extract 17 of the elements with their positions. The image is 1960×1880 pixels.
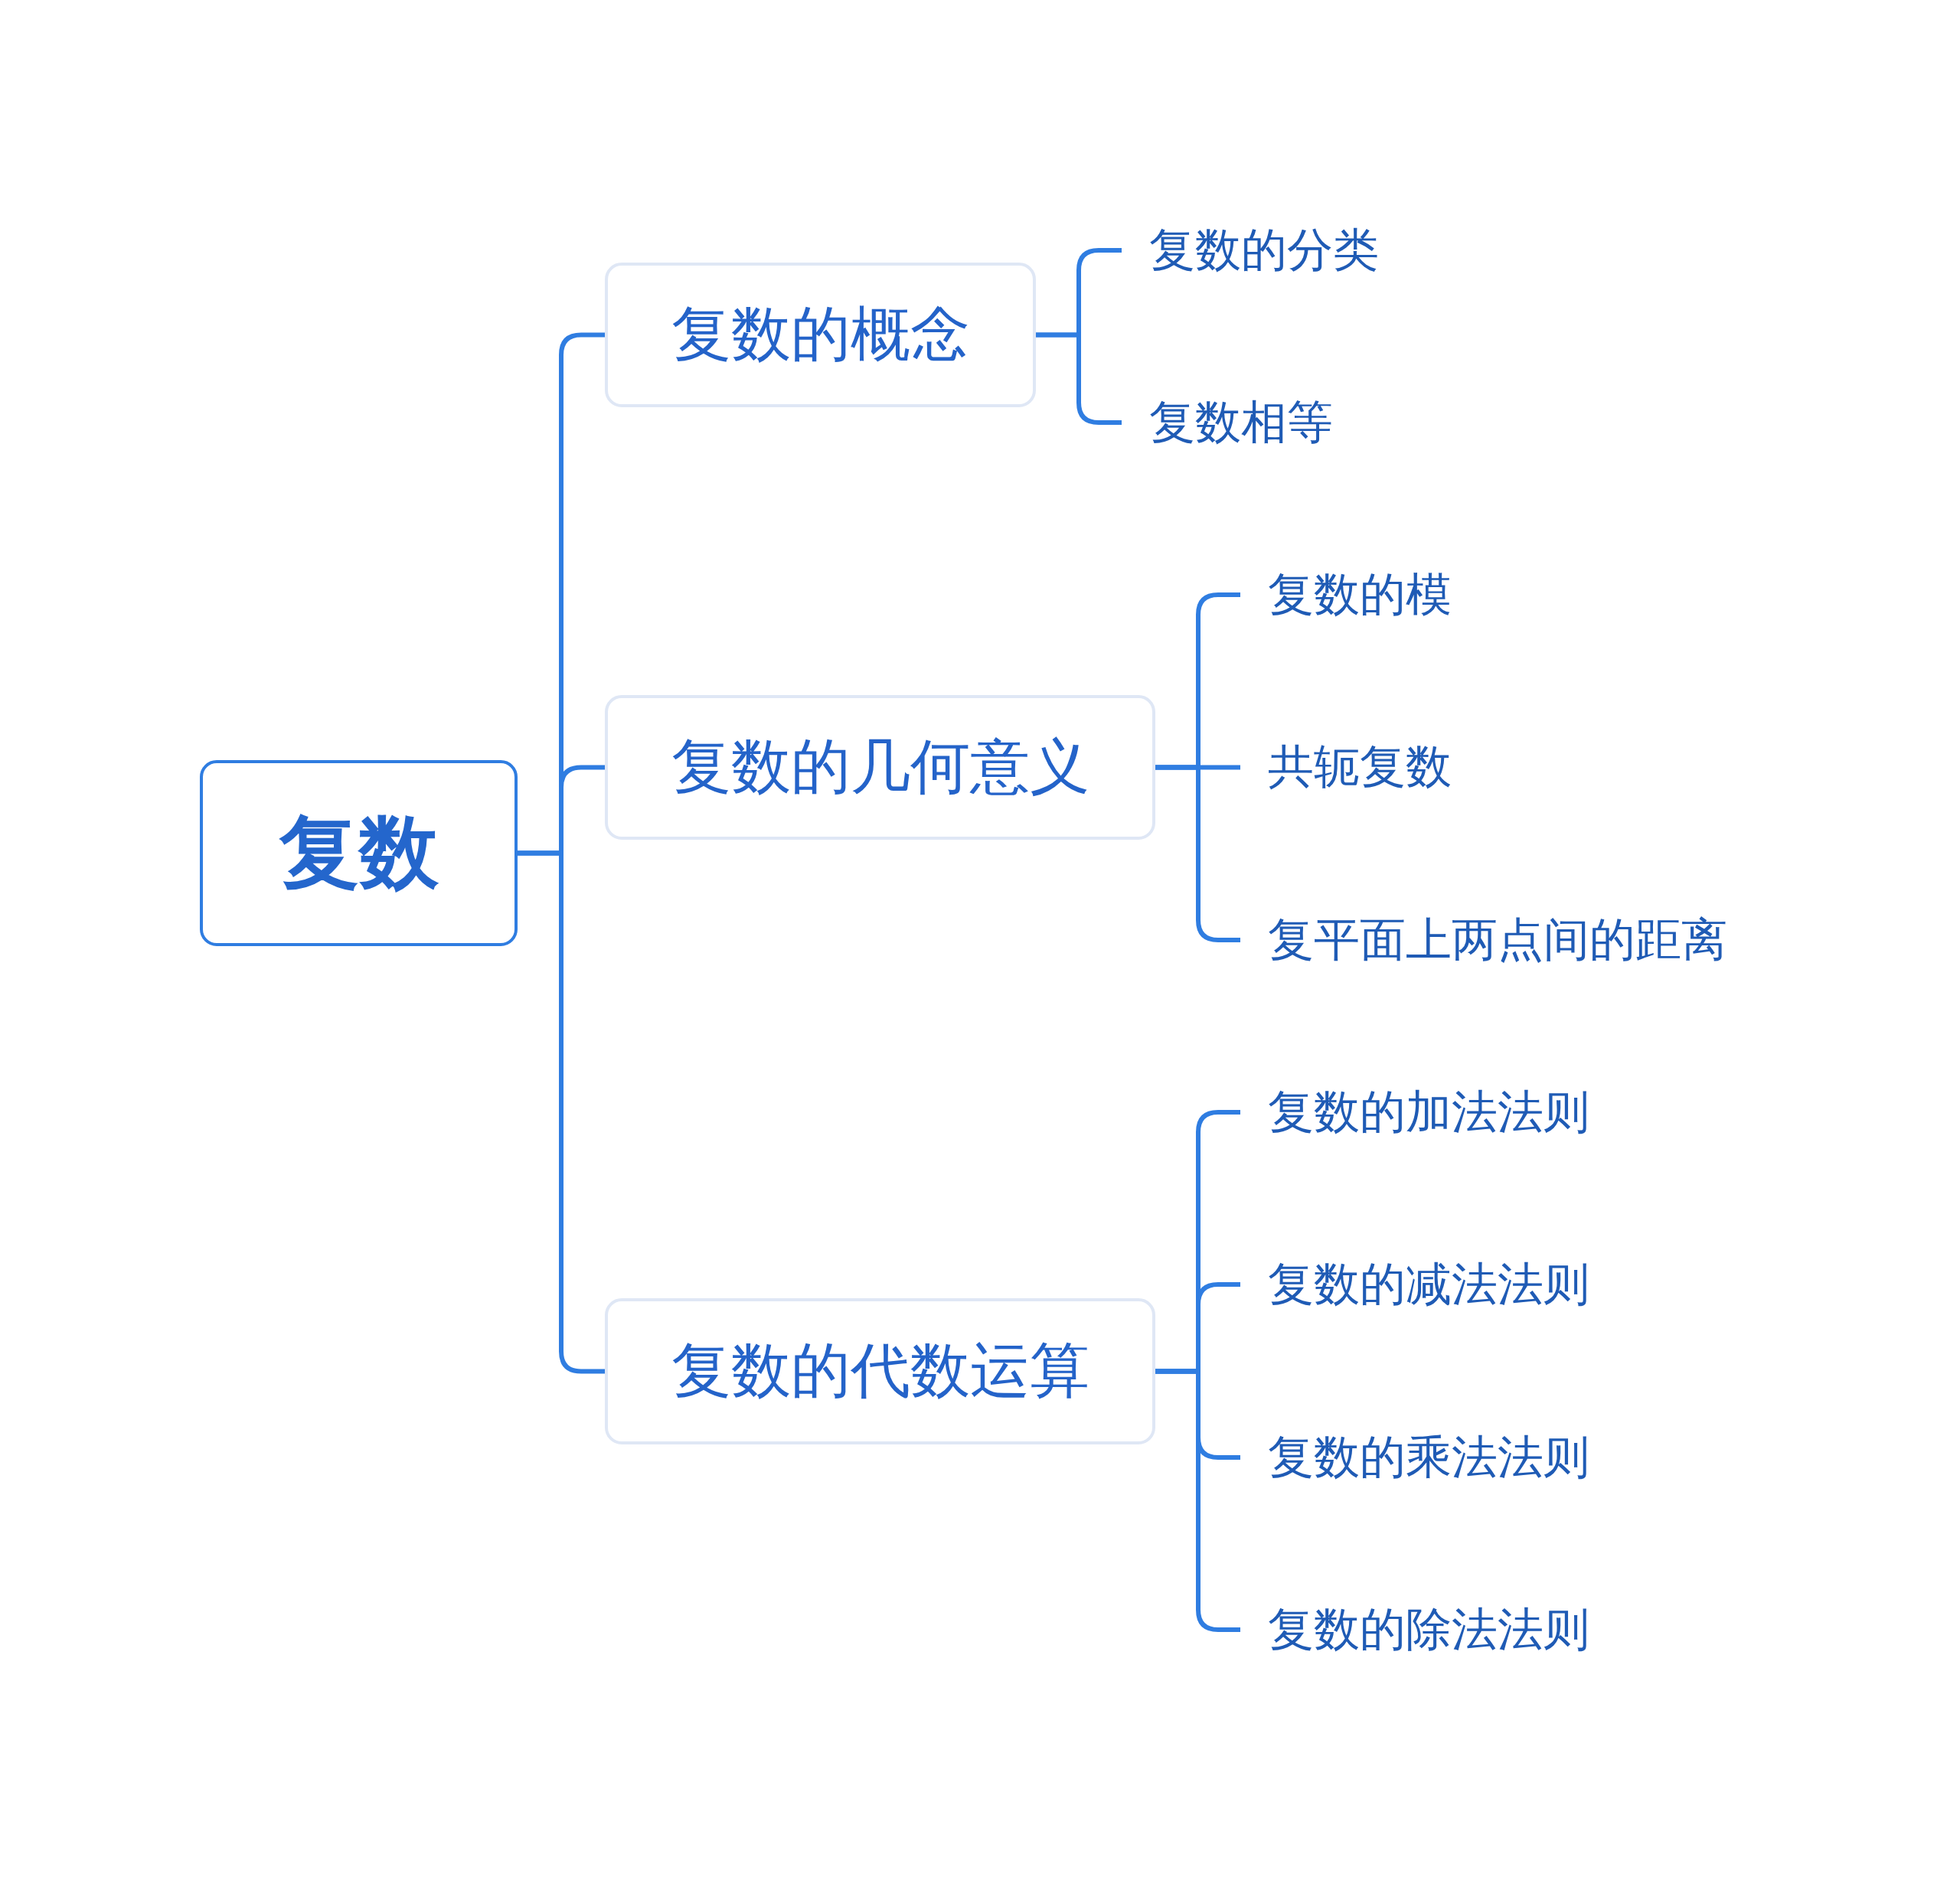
subtopic-text: 复数的减法法则 [1240,1254,1654,1315]
connector-line [518,850,605,1374]
subtopic-text: 复数的分类 [1122,220,1428,281]
subtopic-text: 复数相等 [1122,392,1428,453]
subtopic-text: 复数的乘法法则 [1240,1427,1654,1488]
topic-box: 复数的代数运算 [605,1298,1155,1444]
connector-line [1036,332,1122,425]
connector-line [1155,1369,1240,1632]
topic-box: 复数的概念 [605,263,1036,407]
subtopic-text: 复平面上两点间的距离 [1240,909,1792,971]
subtopic-text: 复数的模 [1240,564,1547,625]
root-topic-box: 复数 [200,760,518,946]
subtopic-text: 复数的除法法则 [1240,1599,1654,1660]
subtopic-text: 共轭复数 [1240,736,1547,798]
topic-box: 复数的几何意义 [605,695,1155,840]
subtopic-text: 复数的加法法则 [1240,1082,1654,1143]
connector-line [1155,765,1240,942]
